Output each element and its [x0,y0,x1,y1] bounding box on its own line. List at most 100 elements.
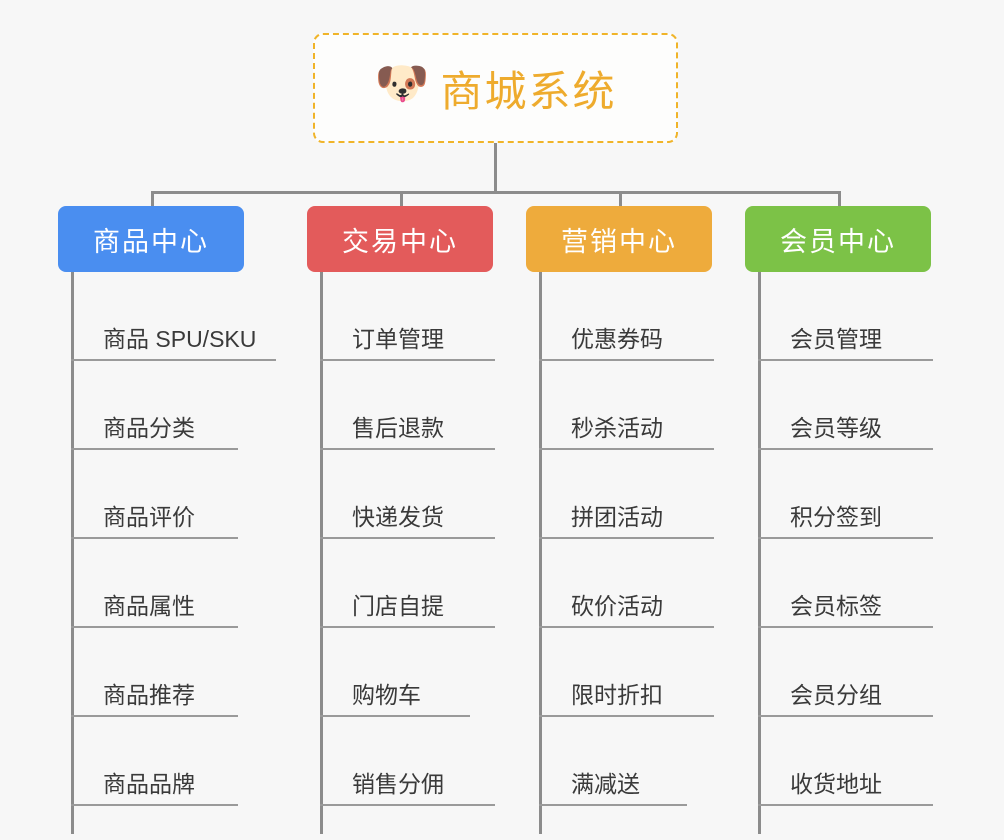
leaf-label: 满减送 [571,771,640,797]
leaf-underline [539,537,714,539]
leaf-underline [758,804,933,806]
branch-spine-product-center [71,272,74,834]
leaf-label: 拼团活动 [571,504,663,530]
leaf-underline [539,359,714,361]
leaf-item[interactable]: 商品评价 [58,450,244,539]
branch-product-center: 商品中心 商品 SPU/SKU 商品分类 商品评价 商品属性 商品推荐 [58,206,276,834]
root-title: 商城系统 [440,67,617,115]
leaf-label: 收货地址 [790,771,882,797]
connector-drop-3 [619,191,622,208]
leaf-item[interactable]: 门店自提 [307,539,495,628]
leaf-item[interactable]: 积分签到 [745,450,933,539]
leaf-underline [71,626,238,628]
leaf-label: 销售分佣 [352,771,444,797]
branch-header-product-center[interactable]: 商品中心 [58,206,244,272]
leaf-underline [320,537,495,539]
leaf-label: 积分签到 [790,504,882,530]
leaf-label: 订单管理 [352,326,444,352]
leaf-label: 商品分类 [103,415,195,441]
leaf-underline [758,448,933,450]
branch-title-marketing-center: 营销中心 [561,226,677,257]
leaf-underline [320,448,495,450]
leaf-underline [71,804,238,806]
branch-member-center: 会员中心 会员管理 会员等级 积分签到 会员标签 会员分组 [745,206,933,834]
leaf-item[interactable]: 会员等级 [745,361,933,450]
leaf-item[interactable]: 收货地址 [745,717,933,806]
leaf-item[interactable]: 商品推荐 [58,628,244,717]
leaf-label: 商品品牌 [103,771,195,797]
leaf-underline [320,359,495,361]
root-node[interactable]: 🐶 商城系统 [313,33,678,143]
leaf-item[interactable]: 售后退款 [307,361,495,450]
leaf-label: 购物车 [352,682,421,708]
leaf-item[interactable]: 订单管理 [307,272,495,361]
leaf-underline [71,448,238,450]
leaf-list-trade-center: 订单管理 售后退款 快递发货 门店自提 购物车 销售分佣 [307,272,495,806]
leaf-label: 砍价活动 [571,593,663,619]
branch-header-member-center[interactable]: 会员中心 [745,206,931,272]
leaf-underline [539,715,714,717]
leaf-label: 限时折扣 [571,682,663,708]
leaf-item[interactable]: 拼团活动 [526,450,714,539]
branch-header-trade-center[interactable]: 交易中心 [307,206,493,272]
leaf-item[interactable]: 会员管理 [745,272,933,361]
branch-title-product-center: 商品中心 [93,226,209,257]
leaf-label: 会员等级 [790,415,882,441]
leaf-list-member-center: 会员管理 会员等级 积分签到 会员标签 会员分组 收货地址 [745,272,933,806]
connector-drop-1 [151,191,154,208]
branch-header-marketing-center[interactable]: 营销中心 [526,206,712,272]
branch-spine-trade-center [320,272,323,834]
leaf-item[interactable]: 会员分组 [745,628,933,717]
leaf-item[interactable]: 商品分类 [58,361,244,450]
leaf-label: 会员管理 [790,326,882,352]
leaf-label: 售后退款 [352,415,444,441]
branch-title-member-center: 会员中心 [780,226,896,257]
leaf-item[interactable]: 会员标签 [745,539,933,628]
leaf-label: 商品评价 [103,504,195,530]
connector-drop-2 [400,191,403,208]
leaf-item[interactable]: 销售分佣 [307,717,495,806]
leaf-label: 优惠券码 [571,326,663,352]
connector-drop-4 [838,191,841,208]
leaf-item[interactable]: 满减送 [526,717,712,806]
branch-spine-member-center [758,272,761,834]
leaf-label: 商品属性 [103,593,195,619]
leaf-label: 秒杀活动 [571,415,663,441]
leaf-item[interactable]: 限时折扣 [526,628,714,717]
branch-marketing-center: 营销中心 优惠券码 秒杀活动 拼团活动 砍价活动 限时折扣 [526,206,714,834]
leaf-label: 会员标签 [790,593,882,619]
shiba-dog-face-icon: 🐶 [374,59,430,108]
leaf-item[interactable]: 秒杀活动 [526,361,714,450]
leaf-item[interactable]: 商品属性 [58,539,244,628]
leaf-underline [539,626,714,628]
leaf-underline [71,715,238,717]
leaf-label: 商品推荐 [103,682,195,708]
leaf-label: 快递发货 [352,504,444,530]
leaf-underline [320,715,470,717]
leaf-underline [71,359,276,361]
branch-title-trade-center: 交易中心 [342,226,458,257]
leaf-item[interactable]: 快递发货 [307,450,495,539]
leaf-item[interactable]: 砍价活动 [526,539,714,628]
leaf-item[interactable]: 购物车 [307,628,493,717]
leaf-label: 门店自提 [352,593,444,619]
leaf-label: 商品 SPU/SKU [103,326,257,352]
leaf-underline [71,537,238,539]
connector-horizontal-bus [151,191,841,194]
branch-spine-marketing-center [539,272,542,834]
leaf-underline [539,448,714,450]
leaf-underline [539,804,687,806]
leaf-underline [758,537,933,539]
leaf-list-product-center: 商品 SPU/SKU 商品分类 商品评价 商品属性 商品推荐 商品品牌 [58,272,276,806]
leaf-underline [320,626,495,628]
leaf-item[interactable]: 商品 SPU/SKU [58,272,276,361]
leaf-underline [758,715,933,717]
leaf-underline [320,804,495,806]
branch-trade-center: 交易中心 订单管理 售后退款 快递发货 门店自提 购物车 [307,206,495,834]
leaf-item[interactable]: 商品品牌 [58,717,244,806]
leaf-list-marketing-center: 优惠券码 秒杀活动 拼团活动 砍价活动 限时折扣 满减送 [526,272,714,806]
leaf-item[interactable]: 优惠券码 [526,272,714,361]
connector-root-stem [494,143,497,193]
leaf-underline [758,626,933,628]
